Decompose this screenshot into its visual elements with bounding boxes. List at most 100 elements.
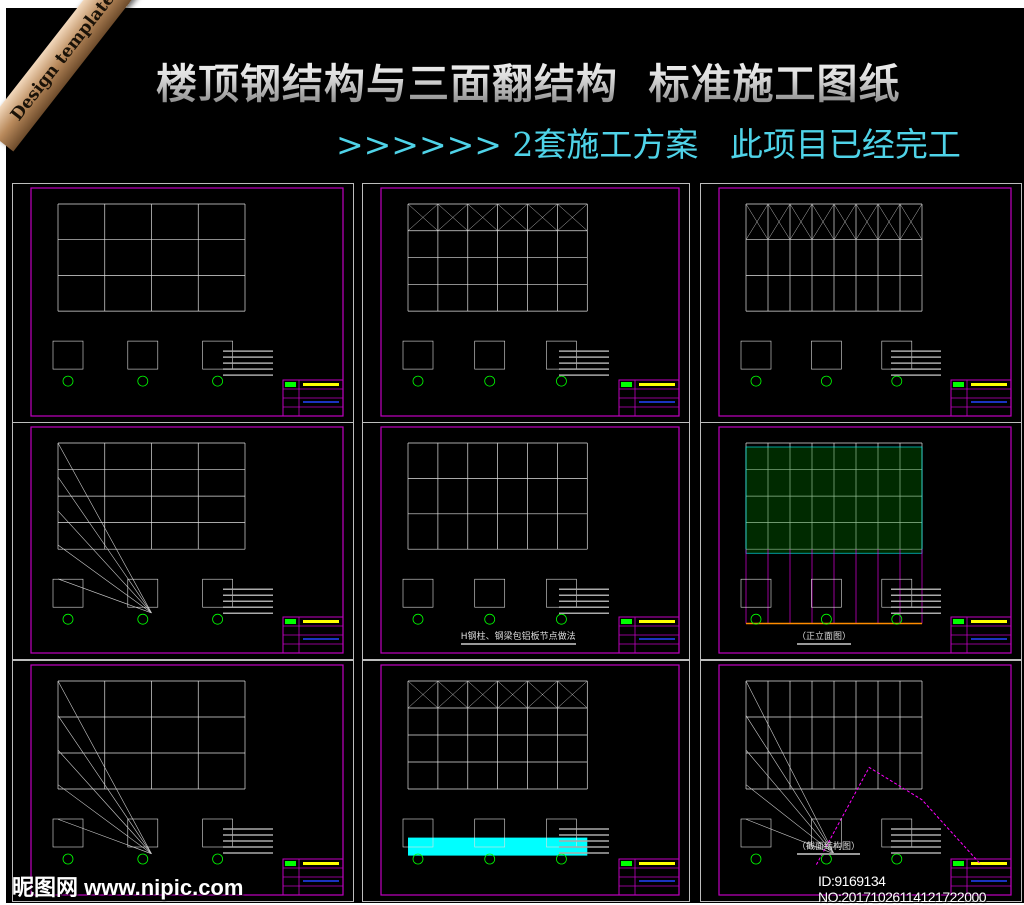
drawing-sheet-3 [700,183,1022,423]
drawing-line [407,680,439,709]
title-block-logo [953,861,964,866]
drawing-line [557,680,588,709]
detail-marker [484,613,496,625]
detail-marker [412,853,424,865]
detail-marker [484,853,496,865]
sheet-border [380,426,680,654]
title-block-name [971,862,1007,865]
cad-drawing [380,664,680,896]
detail-box [127,578,159,608]
drawing-line [57,510,152,614]
detail-box [202,340,233,370]
sheet-border [30,664,344,896]
poster-title: 楼顶钢结构与三面翻结构 标准施工图纸 [156,50,901,110]
drawing-line [57,680,152,854]
title-block-logo [621,619,632,624]
sheet-caption: （正立面图） [797,629,852,645]
detail-box [881,340,913,370]
detail-box [474,818,506,848]
drawing-sheet-2 [362,183,690,423]
sheet-border [718,664,1012,896]
detail-marker [891,613,903,625]
title-block-name [303,620,339,623]
detail-box [474,340,506,370]
detail-marker [556,613,567,625]
title-block-logo [621,382,632,387]
sheet-border [718,426,1012,654]
cad-drawing [380,426,680,654]
drawing-sheet-8 [362,660,690,902]
drawing-line [789,203,813,240]
drawing-line [557,203,588,231]
site-watermark: 昵图网 www.nipic.com [12,875,244,900]
drawing-line [811,203,835,240]
detail-marker [556,853,567,865]
cad-drawing [380,187,680,417]
image-id-watermark: ID:9169134 NO:20171026114121722000 [818,873,987,905]
drawing-line [899,203,923,240]
cad-drawing [718,426,1012,654]
title-block-logo [621,861,632,866]
poster-subtitle: >>>>>> 2套施工方案 此项目已经完工 [336,125,961,164]
detail-marker [891,853,903,865]
detail-marker [137,613,149,625]
detail-box [127,818,159,848]
title-block-name [971,620,1007,623]
drawing-sheet-1 [12,183,354,423]
sheet-border [718,187,1012,417]
title-block-name [971,383,1007,386]
detail-marker [750,375,762,387]
drawing-line [527,680,558,709]
cad-drawing [718,664,1012,896]
title-block-logo [285,619,296,624]
drawing-line [57,578,152,614]
drawing-sheet-9: （截面结构图） [700,660,1022,902]
drawing-line [497,680,528,709]
detail-box [52,340,84,370]
detail-marker [62,375,74,387]
design-template-ribbon: Design template [0,0,143,152]
sheet-border [30,187,344,417]
drawing-sheet-7 [12,660,354,902]
detail-marker [137,853,149,865]
drawing-sheet-6: （正立面图） [700,422,1022,660]
drawing-line [745,784,835,855]
detail-box [474,578,506,608]
title-block-name [639,620,675,623]
cyan-band [408,837,588,856]
drawing-line [745,680,835,854]
drawing-sheet-5: H钢柱、钢梁包铝板节点做法 [362,422,690,660]
detail-box [127,340,159,370]
title-block-logo [953,619,964,624]
detail-box [202,578,233,608]
drawing-line [855,203,879,240]
detail-marker [891,375,903,387]
drawing-line [467,203,498,231]
detail-box [811,578,842,608]
drawing-line [833,203,857,240]
cad-drawing [30,187,344,417]
detail-box [402,340,434,370]
roof-outline [815,766,982,865]
drawing-line [57,476,152,614]
drawing-sheet-4 [12,422,354,660]
sheet-caption: H钢柱、钢梁包铝板节点做法 [460,629,576,645]
title-block-logo [285,382,296,387]
detail-marker [62,613,74,625]
detail-box [402,578,434,608]
drawing-line [57,442,152,614]
sheet-border [380,664,680,896]
detail-marker [212,375,224,387]
drawing-line [57,749,152,855]
detail-marker [750,613,762,625]
detail-box [52,578,84,608]
drawing-line [745,203,769,240]
detail-marker [212,853,224,865]
drawing-line [467,680,498,709]
detail-box [811,818,842,848]
detail-marker [821,375,832,387]
drawing-line [497,203,528,231]
detail-box [202,818,233,848]
drawing-line [877,203,901,240]
title-block-name [639,383,675,386]
